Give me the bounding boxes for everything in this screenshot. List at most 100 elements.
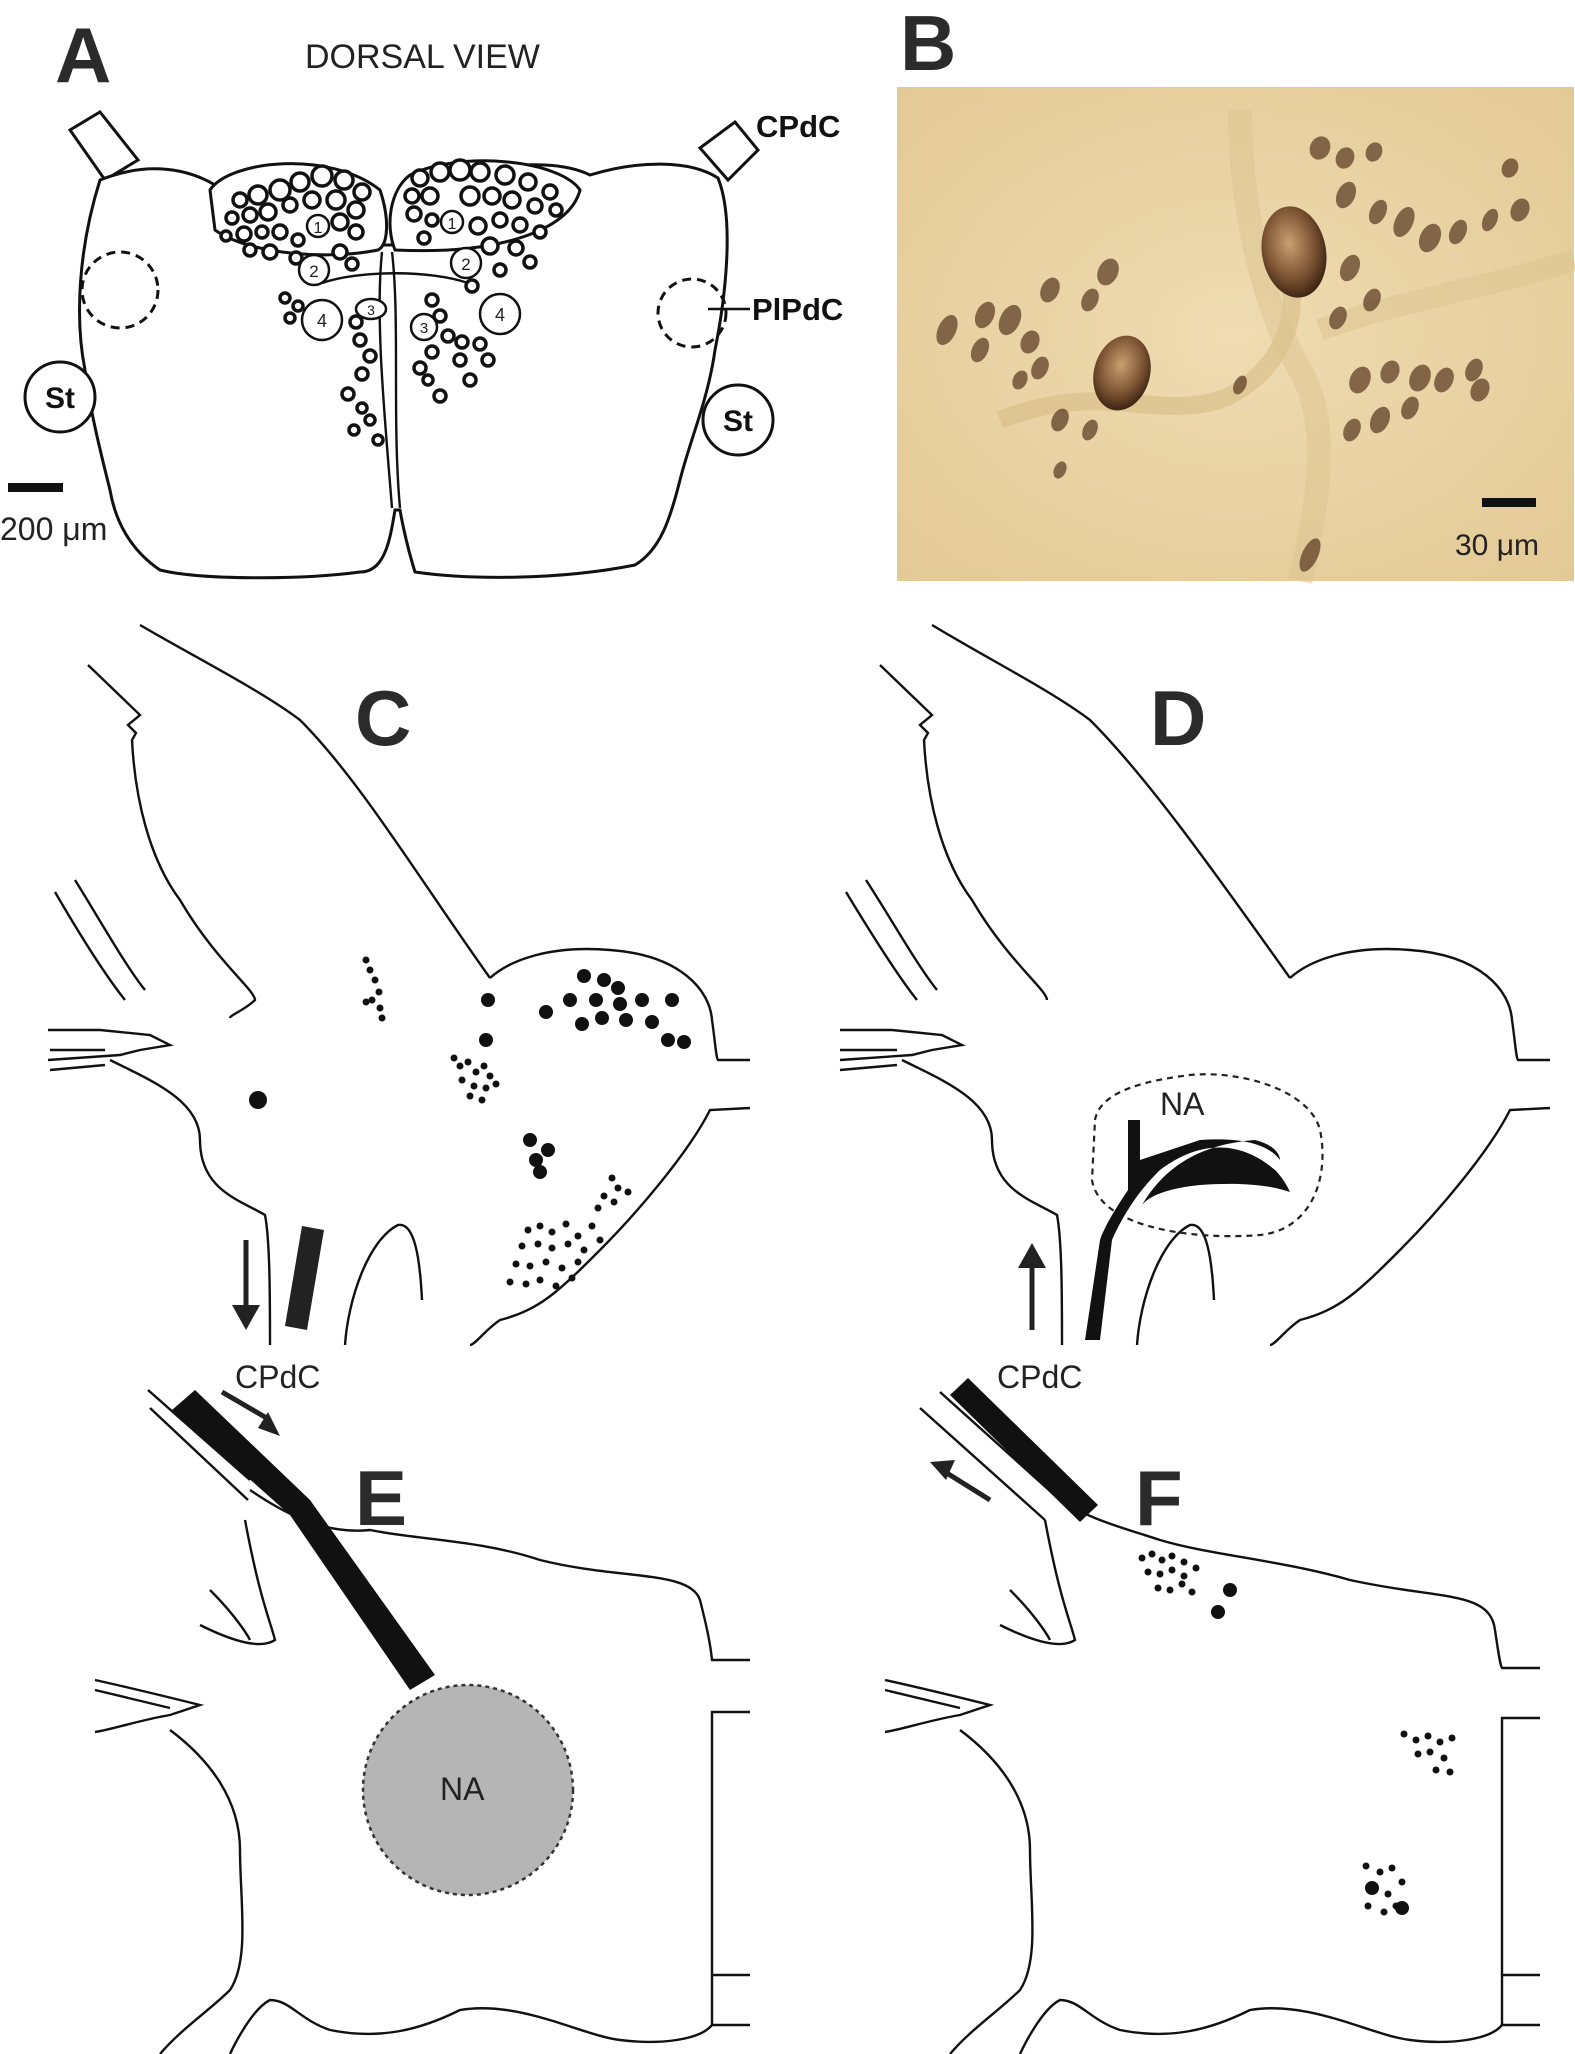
outline-e-left-upper <box>199 1519 277 1646</box>
stained-cell <box>1380 360 1400 384</box>
connective-bar-f <box>950 1378 1098 1522</box>
stained-cell <box>1339 254 1361 282</box>
neuron-dot-small <box>1448 1734 1456 1742</box>
neuron-dot-small <box>548 1228 556 1236</box>
nerve-left-upper-d <box>844 879 938 1001</box>
nerve-left-mid <box>49 1048 106 1072</box>
neuron-soma <box>283 311 297 325</box>
connective-bar-c <box>285 1226 324 1330</box>
axon-tract-d <box>1085 1120 1290 1340</box>
neuron-dot-small <box>1158 1556 1166 1564</box>
outline-left-lower-d <box>901 1058 1064 1346</box>
neuron-dot-small <box>558 1264 566 1272</box>
neuron-dot-small <box>608 1174 616 1182</box>
neuron-dot-small <box>375 988 383 996</box>
stained-soma-large <box>1093 335 1151 411</box>
neuron-soma <box>347 423 361 437</box>
connective-stump-left <box>67 110 141 183</box>
neuron-dot <box>635 993 649 1007</box>
scalebar-b <box>1482 498 1536 507</box>
neuron-soma <box>290 232 306 248</box>
neuron-dot-small <box>1440 1754 1448 1762</box>
neuron-dot-small <box>1426 1748 1434 1756</box>
neuron-soma <box>448 158 472 182</box>
neuron-soma <box>352 182 372 202</box>
stained-cell <box>1081 288 1099 312</box>
neuron-dot-small <box>482 1084 490 1092</box>
neuron-soma <box>242 242 258 258</box>
neuron-dot <box>665 993 679 1007</box>
stained-cell <box>1501 158 1519 178</box>
neuron-dot-small <box>1380 1908 1388 1916</box>
neuron-dot-small <box>466 1092 474 1100</box>
neuron-soma <box>502 190 522 210</box>
neuron-soma <box>532 224 548 240</box>
neuron-dot-small <box>548 1244 556 1252</box>
neuron-soma <box>482 186 502 206</box>
neuron-soma <box>429 161 451 183</box>
neuron-dot-small <box>1156 1570 1164 1578</box>
panel-b-letter: B <box>900 0 956 87</box>
neuron-soma <box>340 386 356 402</box>
neuron-soma <box>480 352 496 368</box>
outline-f-left-upper <box>999 1519 1077 1646</box>
neuron-soma <box>224 210 240 226</box>
neuron-dot-small <box>536 1222 544 1230</box>
neuron-soma <box>511 216 529 234</box>
neuron-dot-small <box>1180 1572 1188 1580</box>
label-cpdc-d: CPdC <box>997 1359 1082 1395</box>
outline-left-lobe <box>87 664 257 1019</box>
neuron-number-2: 2 <box>309 262 318 281</box>
neuron-dot <box>589 993 603 1007</box>
neuron-3-right <box>409 312 439 342</box>
nerve-e-left <box>94 1678 205 1734</box>
stained-cell <box>1233 375 1247 395</box>
plpdc-circle-right <box>656 277 728 349</box>
stained-cell <box>1434 367 1454 393</box>
neuron-dot-small <box>1424 1732 1432 1740</box>
neuron-soma <box>410 168 430 188</box>
neuron-dot-small <box>1432 1766 1440 1774</box>
neuron-soma <box>331 243 349 261</box>
neuron-soma <box>420 186 440 206</box>
neuron-dot-small <box>368 996 376 1004</box>
nerve-left-upper <box>53 879 146 1001</box>
stained-cell <box>1365 142 1383 162</box>
outline-upper-d <box>931 623 1291 979</box>
neuron-soma <box>432 388 448 404</box>
panel-f: F <box>884 1378 1540 2054</box>
neuron-dot-small <box>610 1198 618 1206</box>
panel-e: E NA <box>94 1389 750 2054</box>
panel-c: C CPdC <box>47 623 751 1395</box>
neuron-dot-small <box>506 1278 514 1286</box>
neuron-soma <box>289 171 311 193</box>
neuron-soma <box>348 314 364 330</box>
neuron-dot-small <box>376 1004 384 1012</box>
neuron-soma <box>491 211 509 229</box>
neuron-1-left <box>305 213 331 239</box>
neuron-soma <box>354 366 370 382</box>
stained-cell <box>1465 358 1483 382</box>
stained-cell <box>1418 223 1442 253</box>
neuron-soma <box>405 205 423 223</box>
neuron-dot-small <box>1188 1588 1196 1596</box>
numbered-neurons: 1 1 2 2 3 3 4 4 <box>297 209 522 342</box>
neuron-number-4: 4 <box>317 311 327 331</box>
neuron-dot <box>595 1011 609 1025</box>
neuron-soma <box>325 189 347 211</box>
nerve-left-tip-d <box>839 1028 966 1062</box>
neuron-soma <box>258 202 278 222</box>
plpdc-circle-left <box>80 250 160 330</box>
neuron-dot-small <box>378 1014 386 1022</box>
outline-e-top <box>249 1489 750 1662</box>
neuron-soma <box>363 413 377 427</box>
neuron-dot-small <box>1388 1864 1396 1872</box>
outline-e-bottom <box>228 1998 713 2054</box>
neuron-dot-small <box>624 1188 632 1196</box>
neuron-cluster-dorsal <box>219 158 564 447</box>
stained-cell <box>1097 258 1119 286</box>
neuron-dot-small <box>1168 1566 1176 1574</box>
neuron-dot-small <box>486 1072 494 1080</box>
neuron-soma <box>362 348 378 364</box>
